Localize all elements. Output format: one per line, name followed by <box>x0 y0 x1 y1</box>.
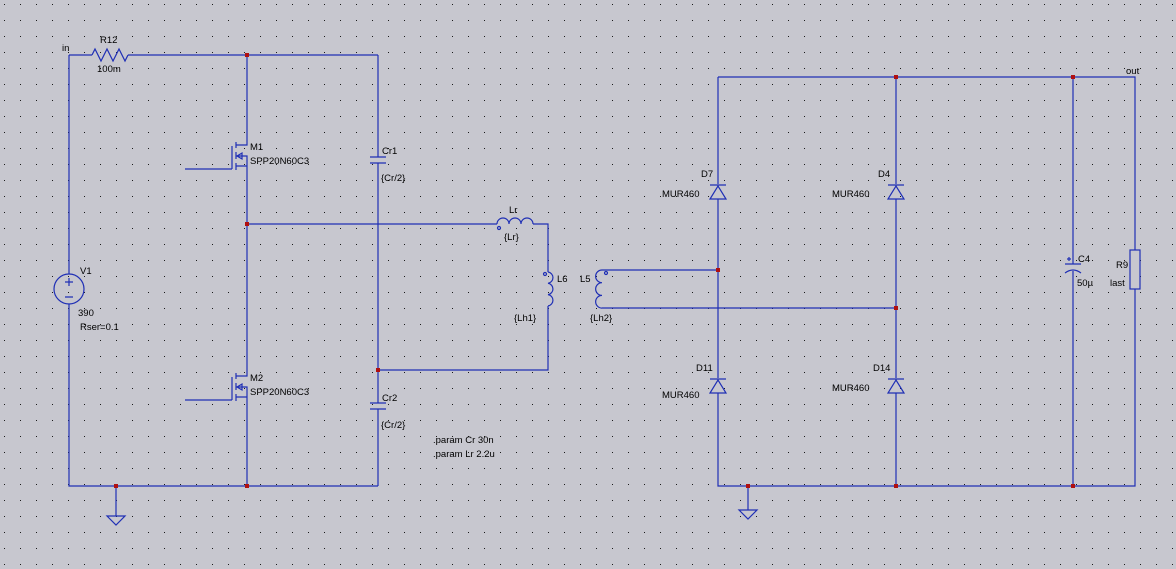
spice-directive[interactable]: .param Cr 30n <box>433 435 494 446</box>
d11-name[interactable]: D11 <box>696 363 713 374</box>
diode-d7[interactable] <box>708 184 728 200</box>
junction-dot <box>894 484 898 488</box>
wires <box>68 54 1136 516</box>
m1-model[interactable]: SPP20N60C3 <box>250 156 309 167</box>
polarity-icon <box>65 278 73 298</box>
d7-name[interactable]: D7 <box>701 169 713 180</box>
d14-model[interactable]: MUR460 <box>832 383 870 394</box>
diode-d14[interactable] <box>886 378 906 394</box>
d14-name[interactable]: D14 <box>873 363 890 374</box>
net-label-out[interactable]: out <box>1126 66 1140 77</box>
inductor-coil-icon <box>595 269 603 309</box>
junction-dot <box>716 268 720 272</box>
polarity-dot-icon <box>542 271 548 277</box>
resistor-r9[interactable] <box>1129 249 1141 290</box>
mosfet-m2[interactable] <box>231 364 248 407</box>
c4-value[interactable]: 50µ <box>1077 278 1094 289</box>
c4-name[interactable]: C4 <box>1078 254 1090 265</box>
resistor-r12[interactable] <box>91 47 129 63</box>
mosfet-m1[interactable] <box>231 133 248 176</box>
inductor-coil-icon <box>547 271 554 307</box>
l6-name[interactable]: L6 <box>557 274 568 285</box>
junction-dot <box>245 222 249 226</box>
voltage-source-icon <box>53 273 85 305</box>
r12-value[interactable]: 100m <box>97 64 121 75</box>
r9-name[interactable]: R9 <box>1116 260 1128 271</box>
lr-name[interactable]: Lr <box>509 205 517 216</box>
ground-right[interactable] <box>737 509 759 520</box>
l5-name[interactable]: L5 <box>580 274 591 285</box>
diode-d11[interactable] <box>708 378 728 394</box>
m2-model[interactable]: SPP20N60C3 <box>250 387 309 398</box>
wire-bottom-rail[interactable] <box>68 304 378 487</box>
m1-name[interactable]: M1 <box>250 142 263 153</box>
capacitor-icon <box>370 156 386 164</box>
junction-dot <box>1071 484 1075 488</box>
capacitor-c4[interactable] <box>1064 257 1082 274</box>
d4-model[interactable]: MUR460 <box>832 189 870 200</box>
wire-secondary-bottom[interactable] <box>717 289 1136 487</box>
ground-icon <box>737 509 759 520</box>
mosfet-icon <box>231 133 248 176</box>
labels: in out R12 100m V1 390 Rser=0.1 M1 SPP20… <box>62 35 1140 460</box>
v1-name[interactable]: V1 <box>80 266 92 277</box>
cr1-name[interactable]: Cr1 <box>382 146 397 157</box>
lr-value[interactable]: {Lr} <box>504 232 519 243</box>
diode-icon <box>708 184 728 200</box>
diode-icon <box>886 378 906 394</box>
polarity-dot-icon <box>496 225 502 231</box>
voltage-source-v1[interactable] <box>53 273 85 305</box>
polarity-dot-icon <box>603 270 609 276</box>
r12-name[interactable]: R12 <box>100 35 117 46</box>
inductor-l6[interactable] <box>542 271 554 307</box>
mosfet-icon <box>231 364 248 407</box>
junction-dot <box>245 484 249 488</box>
cr1-value[interactable]: {Cr/2} <box>381 173 405 184</box>
wire-lr-to-l6[interactable] <box>533 223 549 272</box>
junction-dot <box>746 484 750 488</box>
d7-model[interactable]: MUR460 <box>662 189 700 200</box>
r9-value[interactable]: last <box>1110 278 1125 289</box>
arrow-icon <box>235 382 243 392</box>
resistor-zigzag-icon <box>91 47 129 63</box>
net-label-in[interactable]: in <box>62 43 69 54</box>
cr2-name[interactable]: Cr2 <box>382 393 397 404</box>
capacitor-icon <box>370 402 386 410</box>
l6-value[interactable]: {Lh1} <box>514 313 536 324</box>
wire-output-rail[interactable] <box>718 76 1136 250</box>
ground-left[interactable] <box>105 515 127 526</box>
arrow-icon <box>235 151 243 161</box>
l5-value[interactable]: {Lh2} <box>590 313 612 324</box>
diode-icon <box>708 378 728 394</box>
junction-dot <box>894 75 898 79</box>
m2-name[interactable]: M2 <box>250 373 263 384</box>
resistor-box-icon <box>1129 249 1141 290</box>
polarized-capacitor-icon <box>1064 257 1082 274</box>
ground-icon <box>105 515 127 526</box>
diode-icon <box>886 184 906 200</box>
junction-dot <box>376 368 380 372</box>
junction-dot <box>894 306 898 310</box>
inductor-coil-icon <box>496 217 534 225</box>
inductor-lr[interactable] <box>496 217 534 231</box>
junctions <box>114 53 1075 488</box>
junction-dot <box>1071 75 1075 79</box>
v1-extra[interactable]: Rser=0.1 <box>80 322 119 333</box>
diode-d4[interactable] <box>886 184 906 200</box>
d11-model[interactable]: MUR460 <box>662 390 700 401</box>
v1-value[interactable]: 390 <box>78 308 94 319</box>
junction-dot <box>245 53 249 57</box>
inductor-l5[interactable] <box>595 269 609 309</box>
capacitor-cr2[interactable] <box>370 402 386 410</box>
capacitor-cr1[interactable] <box>370 156 386 164</box>
junction-dot <box>114 484 118 488</box>
spice-directive[interactable]: .param Lr 2.2u <box>433 449 495 460</box>
wire-l6-return[interactable] <box>378 306 549 371</box>
cr2-value[interactable]: {Cr/2} <box>381 420 405 431</box>
d4-name[interactable]: D4 <box>878 169 890 180</box>
